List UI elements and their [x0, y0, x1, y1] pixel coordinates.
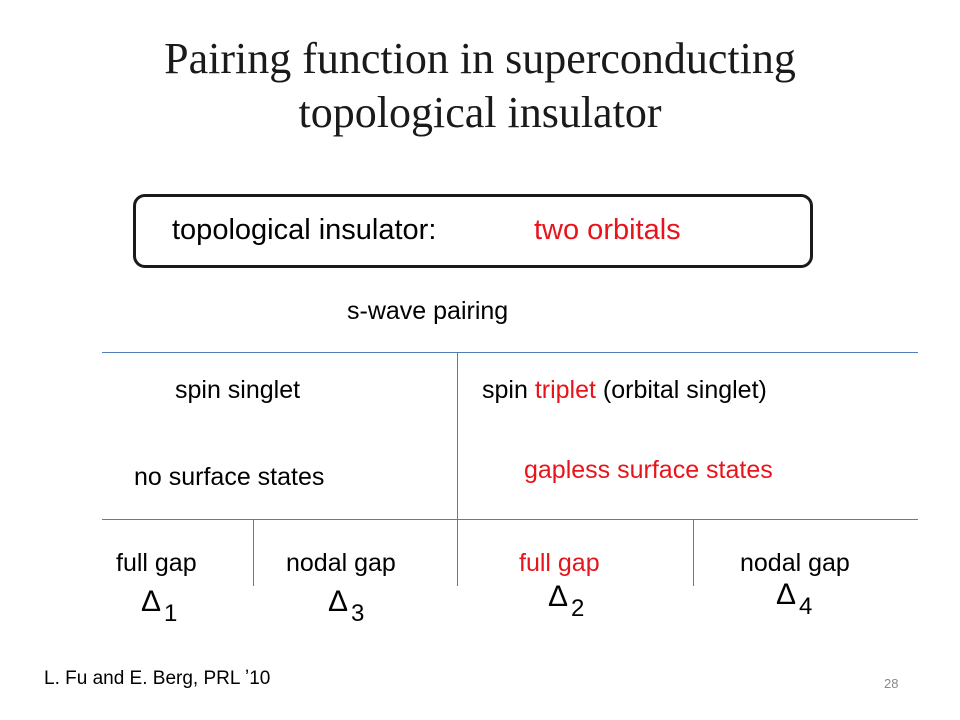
right-nodal-gap: nodal gap	[740, 549, 850, 577]
box-highlight: two orbitals	[534, 214, 681, 246]
title-line-2: topological insulator	[298, 88, 662, 137]
top-divider	[102, 352, 918, 353]
triplet-highlight: triplet	[534, 376, 596, 404]
gapless-surface-states: gapless surface states	[524, 456, 773, 484]
citation: L. Fu and E. Berg, PRL ʼ10	[44, 668, 271, 689]
left-nodal-gap: nodal gap	[286, 549, 396, 577]
slide-title: Pairing function in superconducting topo…	[0, 32, 960, 140]
title-line-1: Pairing function in superconducting	[164, 34, 796, 83]
center-divider	[457, 352, 458, 586]
pairing-label: s-wave pairing	[347, 297, 509, 325]
left-col-divider	[253, 519, 254, 586]
right-full-gap: full gap	[519, 549, 600, 577]
no-surface-states: no surface states	[134, 463, 325, 491]
spin-triplet-header: spin triplet (orbital singlet)	[482, 376, 767, 404]
right-col-divider	[693, 519, 694, 586]
spin-singlet-header: spin singlet	[175, 376, 301, 404]
topological-insulator-box	[133, 194, 813, 268]
page-number: 28	[884, 676, 899, 691]
bottom-divider	[102, 519, 918, 520]
left-full-gap: full gap	[116, 549, 197, 577]
box-label: topological insulator:	[172, 214, 437, 246]
